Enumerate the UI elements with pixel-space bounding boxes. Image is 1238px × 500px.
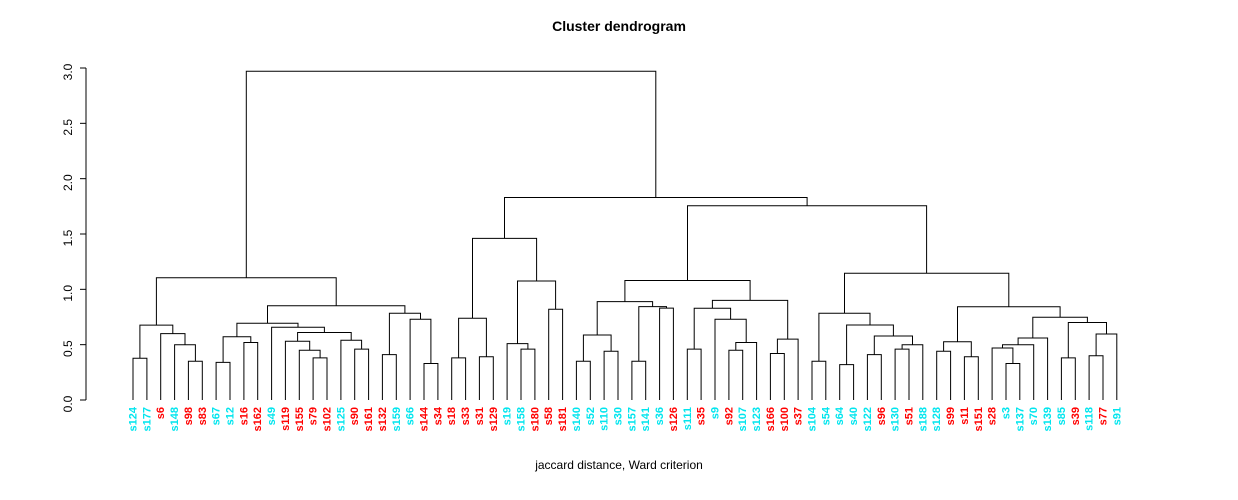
leaf-label: s18	[446, 407, 458, 425]
leaf-label: s52	[585, 407, 597, 425]
leaf-label: s104	[806, 406, 818, 431]
leaf-label: s110	[599, 407, 611, 431]
leaf-label: s162	[252, 407, 264, 431]
leaf-label: s91	[1111, 407, 1123, 425]
leaf-label: s181	[557, 407, 569, 431]
leaf-label: s102	[321, 407, 333, 431]
leaf-label: s51	[903, 407, 915, 425]
leaf-label: s12	[224, 407, 236, 425]
leaf-label: s130	[890, 407, 902, 431]
leaf-label: s77	[1097, 407, 1109, 425]
leaf-label: s19	[502, 407, 514, 425]
leaf-label: s141	[640, 407, 652, 431]
leaf-label: s137	[1014, 407, 1026, 431]
leaf-label: s119	[280, 407, 292, 431]
leaf-label: s151	[973, 407, 985, 431]
leaf-label: s64	[834, 406, 846, 425]
leaf-label: s79	[308, 407, 320, 425]
leaf-label: s98	[183, 407, 195, 425]
leaf-label: s155	[294, 407, 306, 431]
leaf-label: s34	[432, 406, 444, 425]
leaf-label: s126	[668, 407, 680, 431]
leaf-label: s128	[931, 407, 943, 431]
y-axis: 0.0 0.5 1.0 1.5 2.0 2.5 3.0	[61, 63, 87, 412]
leaf-label: s36	[654, 407, 666, 425]
leaf-label: s132	[377, 407, 389, 431]
leaf-label: s140	[571, 407, 583, 431]
leaf-label: s83	[197, 407, 209, 425]
leaf-label: s139	[1042, 407, 1054, 431]
y-axis-tick-label: 1.5	[61, 229, 75, 246]
dendrogram-links	[132, 70, 1118, 400]
leaf-label: s16	[238, 407, 250, 425]
leaf-label: s124	[128, 406, 140, 431]
leaf-label: s111	[682, 407, 694, 430]
y-axis-tick-label: 1.0	[61, 285, 75, 302]
leaf-label: s96	[876, 407, 888, 425]
leaf-label: s92	[723, 407, 735, 425]
leaf-label: s159	[391, 407, 403, 431]
chart-title: Cluster dendrogram	[552, 18, 686, 34]
y-axis-tick-label: 3.0	[61, 63, 75, 80]
leaf-label: s90	[349, 407, 361, 425]
y-axis-tick-label: 2.5	[61, 119, 75, 136]
leaf-label: s33	[460, 407, 472, 425]
leaf-label: s158	[515, 407, 527, 431]
leaf-label: s100	[779, 407, 791, 431]
leaf-label: s129	[488, 407, 500, 431]
leaf-label: s118	[1084, 407, 1096, 431]
leaf-label: s11	[959, 407, 971, 425]
leaf-label: s3	[1000, 407, 1012, 419]
y-axis-tick-label: 0.0	[61, 395, 75, 412]
y-axis-tick-label: 0.5	[61, 340, 75, 357]
leaf-label: s180	[529, 407, 541, 431]
leaf-label: s67	[211, 407, 223, 425]
leaf-label: s49	[266, 407, 278, 425]
leaf-label: s39	[1070, 407, 1082, 425]
leaf-label: s123	[751, 407, 763, 431]
leaf-label: s40	[848, 407, 860, 425]
leaf-label: s99	[945, 407, 957, 425]
leaf-label: s28	[987, 407, 999, 425]
leaf-label: s177	[141, 407, 153, 431]
dendrogram-tree	[132, 70, 1118, 400]
leaf-label: s9	[709, 407, 721, 419]
leaf-label: s66	[405, 407, 417, 425]
leaf-label: s37	[793, 407, 805, 425]
leaf-label: s125	[335, 407, 347, 431]
leaf-label: s35	[696, 407, 708, 425]
leaf-label: s166	[765, 407, 777, 431]
leaf-label: s122	[862, 407, 874, 431]
leaf-label: s31	[474, 407, 486, 425]
y-axis-tick-label: 2.0	[61, 174, 75, 191]
leaf-label: s70	[1028, 407, 1040, 425]
leaf-label: s148	[169, 407, 181, 431]
leaf-label: s54	[820, 406, 832, 425]
leaf-label: s85	[1056, 407, 1068, 425]
leaf-label: s58	[543, 407, 555, 425]
leaf-label: s161	[363, 407, 375, 431]
x-axis-caption: jaccard distance, Ward criterion	[535, 458, 703, 472]
leaf-label: s30	[612, 407, 624, 425]
leaf-label: s6	[155, 407, 167, 419]
leaf-label: s107	[737, 407, 749, 431]
leaf-label: s157	[626, 407, 638, 431]
leaf-label: s144	[418, 406, 430, 431]
leaf-label: s188	[917, 407, 929, 431]
